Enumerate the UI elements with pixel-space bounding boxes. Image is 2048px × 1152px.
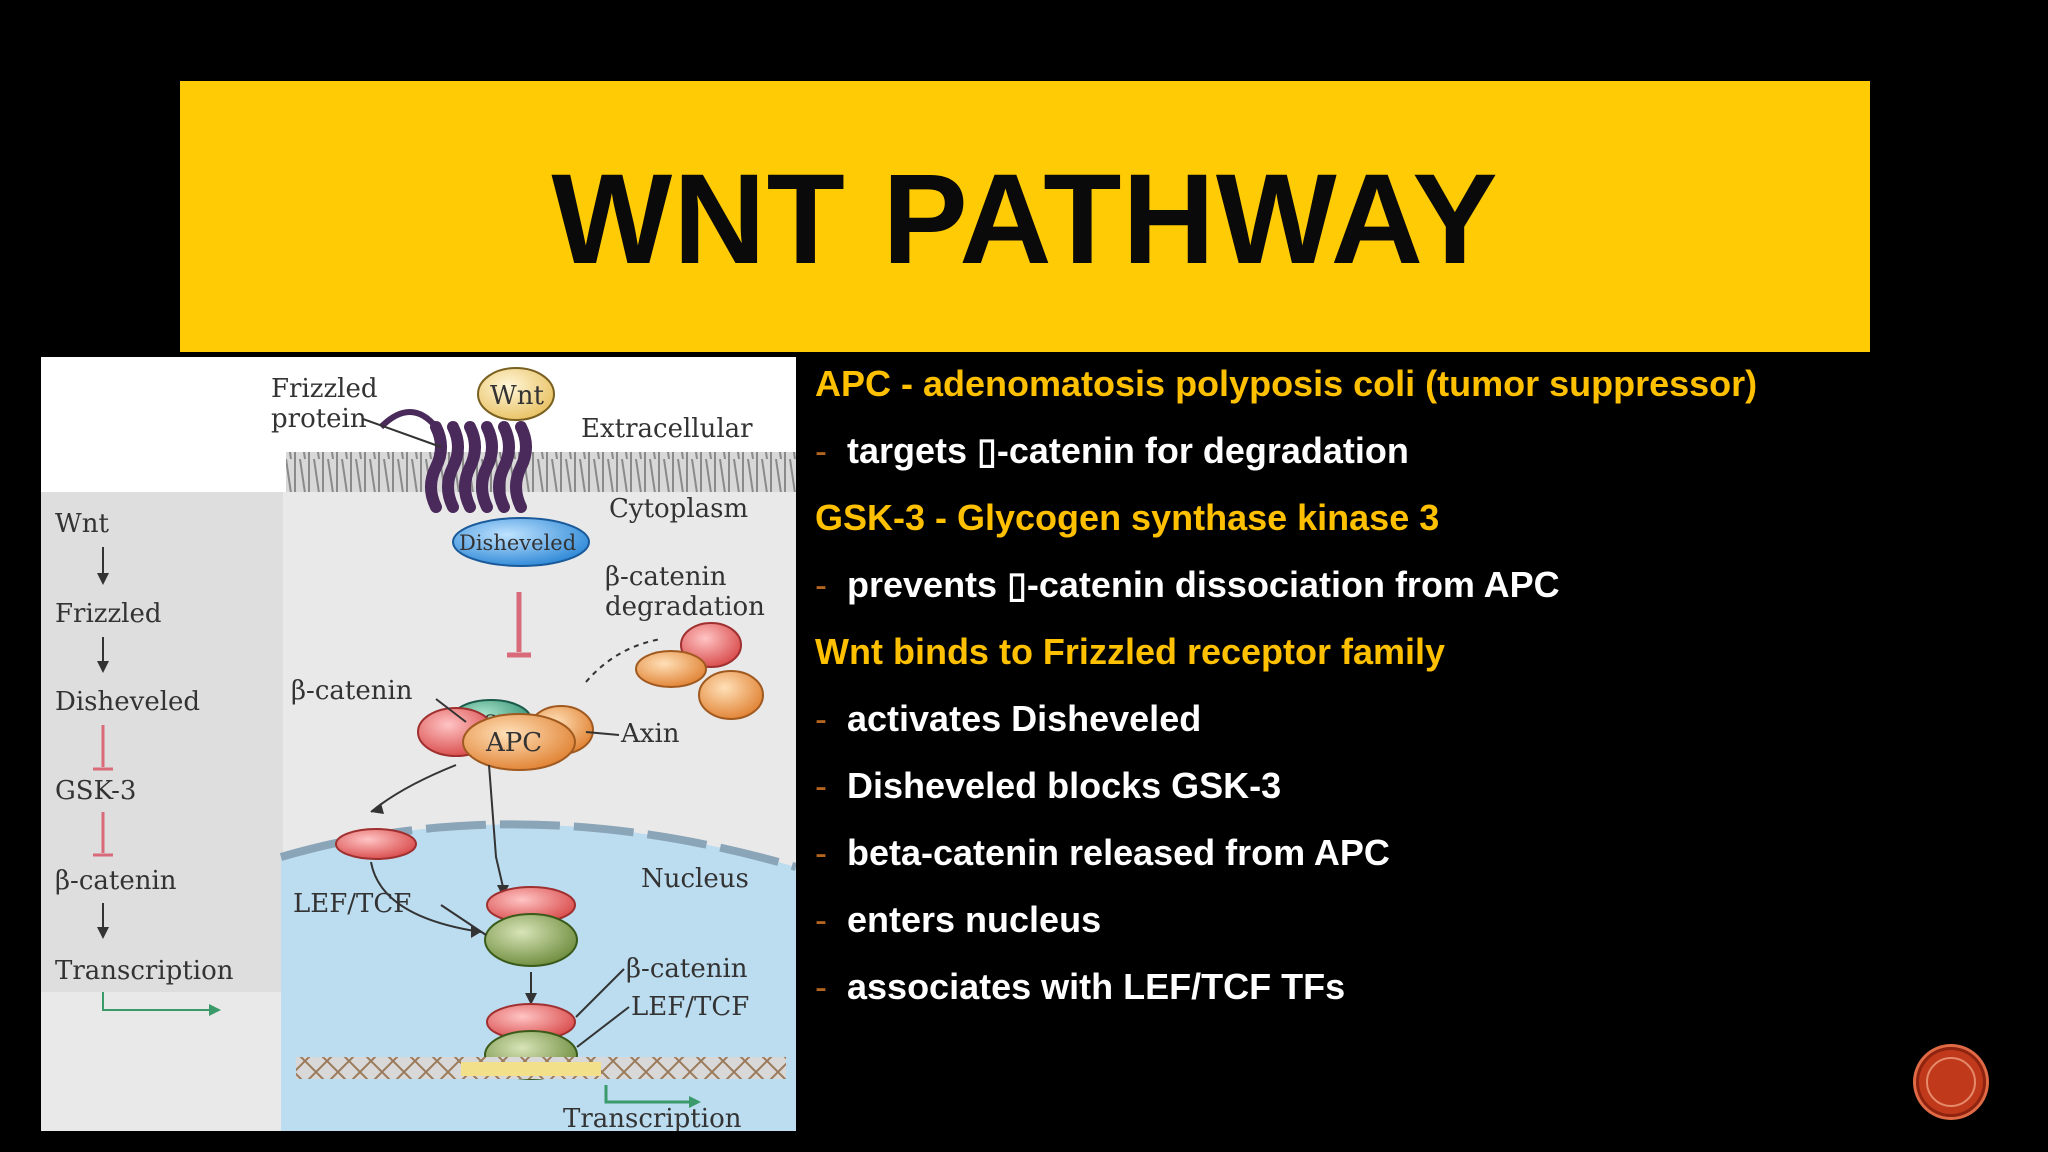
bullet-activates-disheveled: -activates Disheveled [815,693,2015,760]
nuclear-lef-tcf [484,913,578,967]
lef-tcf-lower-label: LEF/TCF [631,992,749,1022]
bullet-dash: - [815,698,827,739]
wnt-label: Wnt [490,381,544,411]
bullet-dash: - [815,765,827,806]
bullet-associates-lef-tcf: -associates with LEF/TCF TFs [815,961,2015,1028]
bullet-dash: - [815,832,827,873]
transcription-bottom-label: Transcription [563,1104,742,1131]
degraded-fragment-3 [698,670,764,720]
apc-protein [462,713,576,771]
bullet-enters-nucleus: -enters nucleus [815,894,2015,961]
extracellular-label: Extracellular [581,414,753,444]
frizzled-label-line2: protein [271,404,367,434]
bullet-dash: - [815,899,827,940]
bullet-disheveled-blocks: -Disheveled blocks GSK-3 [815,760,2015,827]
free-bcatenin [335,828,417,860]
degradation-label-line2: degradation [605,592,765,622]
legend-region [41,492,283,992]
slide-title: WNT PATHWAY [551,147,1499,291]
bullet-gsk3-heading: GSK-3 - Glycogen synthase kinase 3 [815,497,1440,538]
pathway-diagram: Wnt Frizzled protein Extracellular Cytop… [41,367,796,1131]
legend-step-frizzled: Frizzled [55,599,162,629]
nucleus-label: Nucleus [641,864,749,894]
legend-step-transcription: Transcription [55,956,234,986]
bcatenin-lower-label: β-catenin [626,954,748,984]
cytoplasm-label: Cytoplasm [609,494,748,524]
cell-membrane [286,452,796,492]
bcatenin-label: β-catenin [291,676,413,706]
bullet-dash: - [815,966,827,1007]
apc-label: APC [485,728,542,758]
wnt-ligand [477,367,555,421]
slide-nav-button[interactable] [1916,1047,1986,1117]
bullet-list: APC - adenomatosis polyposis coli (tumor… [815,358,2015,1028]
title-banner: WNT PATHWAY [180,81,1870,352]
legend-step-gsk3: GSK-3 [55,776,136,806]
nucleus-region [281,824,796,1131]
legend-step-bcatenin: β-catenin [55,866,177,896]
bullet-gsk3-detail: -prevents ▯-catenin dissociation from AP… [815,559,2015,626]
frizzled-label-line1: Frizzled [271,374,378,404]
degraded-fragment-2 [635,650,707,688]
nav-button-ring-icon [1926,1057,1976,1107]
bullet-dash: - [815,564,827,605]
bullet-apc-detail: -targets ▯-catenin for degradation [815,425,2015,492]
bullet-wnt-heading: Wnt binds to Frizzled receptor family [815,631,1446,672]
bullet-dash: - [815,430,827,471]
bullet-bcatenin-released: -beta-catenin released from APC [815,827,2015,894]
legend-step-disheveled: Disheveled [55,687,200,717]
bullet-apc-heading: APC - adenomatosis polyposis coli (tumor… [815,363,1758,404]
degradation-label-line1: β-catenin [605,562,727,592]
frizzled-receptor [378,409,532,513]
lef-tcf-label: LEF/TCF [293,889,411,919]
disheveled-label: Disheveled [459,531,576,555]
axin-label: Axin [620,719,680,749]
pathway-legend: Wnt Frizzled Disheveled GSK-3 β-catenin … [55,509,234,1016]
legend-step-wnt: Wnt [55,509,109,539]
disheveled-protein [452,517,590,567]
wnt-pathway-figure: Wnt Frizzled protein Extracellular Cytop… [41,357,796,1131]
